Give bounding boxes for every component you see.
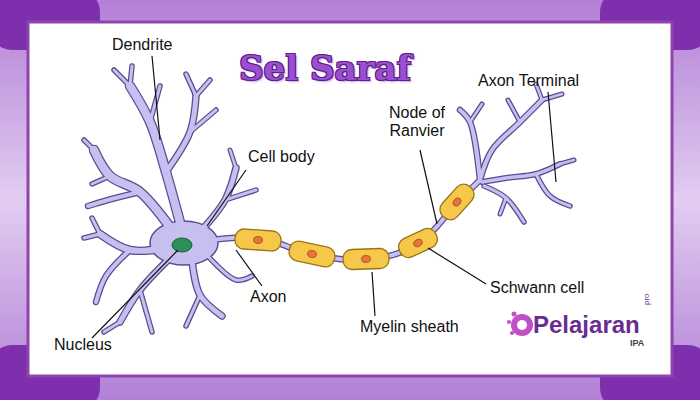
dendrite: [482, 164, 560, 182]
dendrite-outline: [470, 104, 482, 122]
dendrite-outline: [560, 160, 574, 164]
schwann-cell: [287, 239, 336, 268]
dendrite-outline: [140, 290, 152, 332]
schwann-nucleus: [361, 255, 370, 262]
part-label: Cell body: [248, 148, 315, 166]
dendrite: [84, 234, 100, 238]
dendrite: [92, 176, 110, 184]
leader-line: [548, 92, 556, 182]
dendrite: [114, 70, 130, 86]
dendrite-outline: [542, 94, 562, 100]
leader-line: [372, 272, 375, 316]
dendrite-outline: [484, 186, 524, 222]
dendrite-outline: [84, 234, 100, 238]
schwann-cell: [234, 228, 281, 251]
schwann-nucleus: [412, 238, 423, 248]
dendrite: [200, 168, 236, 232]
dendrite: [190, 110, 216, 132]
dendrite: [186, 74, 196, 96]
dendrite-outline: [206, 254, 252, 280]
dendrite: [92, 218, 100, 234]
dendrite-outline: [482, 164, 560, 182]
myelin-segment: [343, 248, 390, 270]
part-label: Myelin sheath: [360, 318, 459, 336]
dendrite: [196, 80, 210, 96]
dendrite-outline: [186, 295, 200, 326]
cell-body: [150, 221, 218, 265]
watermark: Pelajaran: [533, 311, 640, 339]
dendrite-outline: [92, 218, 100, 234]
dendrite-outline: [508, 100, 520, 122]
leader-line: [420, 150, 437, 224]
leader-line: [152, 56, 160, 140]
leader-line: [92, 250, 178, 338]
dendrite: [192, 260, 222, 316]
dendrite: [500, 198, 506, 214]
part-label: Axon Terminal: [478, 72, 579, 90]
dendrite: [508, 100, 520, 122]
leader-line: [236, 250, 262, 286]
dendrite-outline: [480, 100, 542, 180]
dendrite: [225, 190, 256, 200]
myelin-segment: [234, 228, 281, 251]
schwann-nucleus: [307, 250, 317, 259]
dendrite: [542, 94, 562, 100]
part-label: Schwann cell: [490, 279, 584, 297]
dendrite: [84, 140, 94, 150]
leader-line: [207, 170, 246, 226]
watermark: IPA: [630, 338, 644, 348]
white-panel: [28, 22, 672, 376]
watermark: pro: [642, 293, 651, 305]
dendrite-outline: [88, 192, 140, 206]
dendrite-outline: [114, 70, 130, 86]
dendrite: [470, 104, 482, 122]
cell-body-fill: [152, 223, 216, 263]
dendrite: [230, 150, 236, 168]
part-label: Node of Ranvier: [372, 104, 462, 141]
logo-icon: [507, 312, 533, 337]
dendrite-outline: [230, 150, 236, 168]
dendrite: [212, 180, 480, 260]
dendrite: [166, 96, 196, 172]
schwann-nucleus: [253, 236, 262, 244]
dendrite: [484, 186, 524, 222]
myelin-segment: [436, 180, 478, 223]
dendrite-outline: [536, 174, 570, 206]
dendrite: [186, 295, 200, 326]
dendrite: [480, 100, 542, 180]
dendrite-outline: [500, 198, 506, 214]
dendrite-outline: [212, 180, 480, 260]
title: Sel Saraf: [239, 48, 411, 88]
dendrite-outline: [130, 66, 132, 86]
part-label: Axon: [250, 288, 286, 306]
part-label: Dendrite: [112, 36, 172, 54]
leader-line: [428, 248, 486, 284]
dendrite-outline: [186, 74, 196, 96]
schwann-cell: [396, 225, 441, 260]
dendrite: [96, 250, 130, 302]
dendrite-outline: [84, 140, 94, 150]
schwann-nucleus: [451, 196, 462, 207]
nucleus: [172, 238, 192, 252]
myelin-segment: [287, 239, 336, 268]
dendrite: [88, 192, 140, 206]
leader-lines: [92, 56, 556, 338]
schwann-cell: [343, 248, 390, 270]
part-label: Nucleus: [54, 336, 112, 354]
dendrite-outline: [196, 80, 210, 96]
dendrite: [206, 254, 252, 280]
dendrite-outline: [92, 176, 110, 184]
dendrite-outline: [96, 250, 130, 302]
dendrite: [130, 66, 132, 86]
dendrite: [140, 290, 152, 332]
dendrite-outline: [166, 96, 196, 172]
schwann-cell: [436, 180, 478, 223]
dendrite: [536, 174, 570, 206]
dendrite: [560, 160, 574, 164]
myelin-segment: [396, 225, 441, 260]
